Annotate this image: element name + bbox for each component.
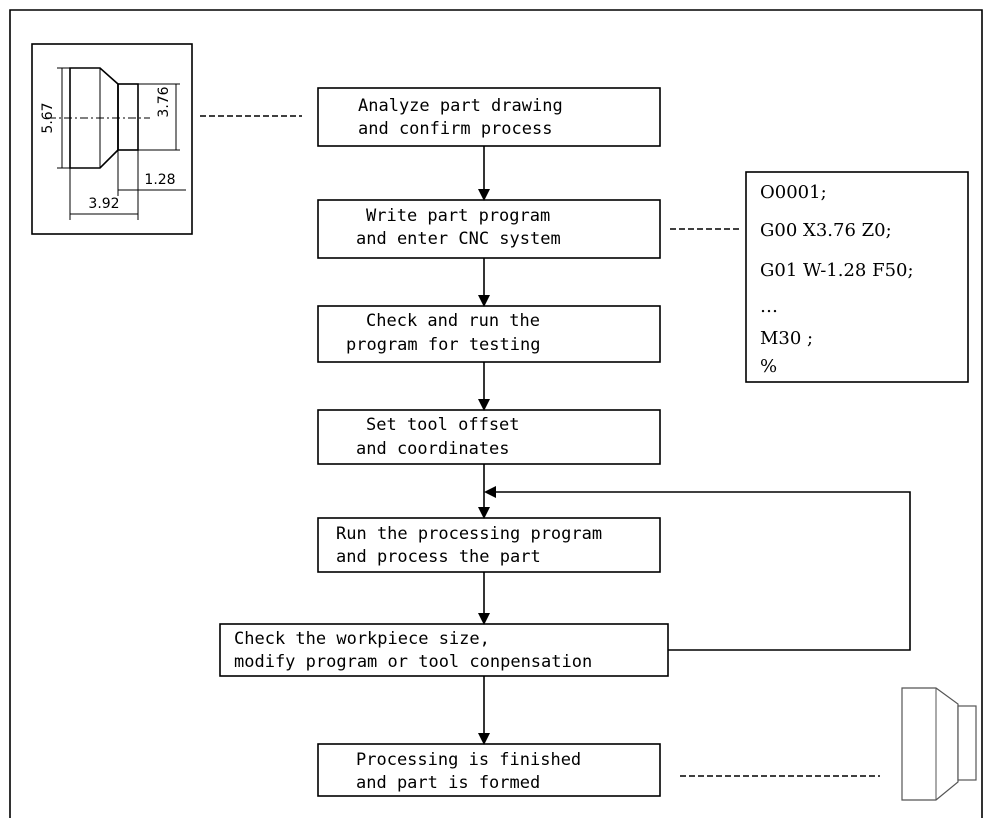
flow-step-finished: Processing is finished and part is forme… (317, 743, 661, 797)
flow-step-set-offset: Set tool offset and coordinates (317, 409, 661, 465)
flow-box (317, 87, 661, 147)
flow-box (317, 409, 661, 465)
program-listing: O0001; G00 X3.76 Z0; G01 W-1.28 F50; … M… (745, 171, 969, 383)
finished-part-sketch (901, 687, 977, 801)
flow-step-line1: Write part program (366, 206, 550, 226)
flow-step-line1: Run the processing program (336, 524, 602, 544)
flow-step-check-workpiece: Check the workpiece size, modify program… (219, 623, 669, 677)
flow-step-line2: and process the part (336, 547, 541, 567)
flow-step-write-program: Write part program and enter CNC system (317, 199, 661, 259)
flow-box (317, 305, 661, 363)
dim-overall-diameter: 5.67 (40, 102, 56, 133)
finished-part-body (901, 687, 959, 801)
outer-frame (9, 9, 983, 818)
flow-step-run-processing: Run the processing program and process t… (317, 517, 661, 573)
part-step-outline (117, 83, 139, 151)
flow-step-line1: Check and run the (366, 311, 540, 331)
flow-step-analyze: Analyze part drawing and confirm process (317, 87, 661, 147)
program-line: M30 ; (760, 328, 813, 349)
flow-box (317, 517, 661, 573)
part-drawing-frame (31, 43, 193, 235)
program-line: G00 X3.76 Z0; (760, 220, 892, 241)
flow-step-line2: program for testing (346, 335, 540, 355)
feedback-loop-arrow (484, 486, 911, 651)
flow-step-line2: and enter CNC system (356, 229, 561, 249)
flow-step-line1: Processing is finished (356, 750, 581, 770)
program-line: … (760, 296, 778, 317)
flow-step-line2: and part is formed (356, 773, 540, 793)
program-line: O0001; (760, 182, 827, 203)
flow-step-line2: and coordinates (356, 439, 510, 459)
dim-step-diameter: 3.76 (156, 86, 172, 117)
program-line: G01 W-1.28 F50; (760, 260, 914, 281)
flow-step-line2: modify program or tool conpensation (234, 652, 592, 672)
program-line: % (760, 356, 777, 377)
flow-step-line1: Check the workpiece size, (234, 629, 490, 649)
program-listing-frame (745, 171, 969, 383)
part-drawing: 5.67 3.76 1.28 3.92 (31, 43, 193, 235)
dim-overall-length: 3.92 (88, 196, 119, 212)
flow-step-check-run: Check and run the program for testing (317, 305, 661, 363)
finished-part-step (957, 705, 977, 781)
flow-step-line1: Set tool offset (366, 415, 520, 435)
flow-step-line1: Analyze part drawing (358, 96, 563, 116)
dim-step-length: 1.28 (144, 172, 175, 188)
flow-step-line2: and confirm process (358, 119, 552, 139)
